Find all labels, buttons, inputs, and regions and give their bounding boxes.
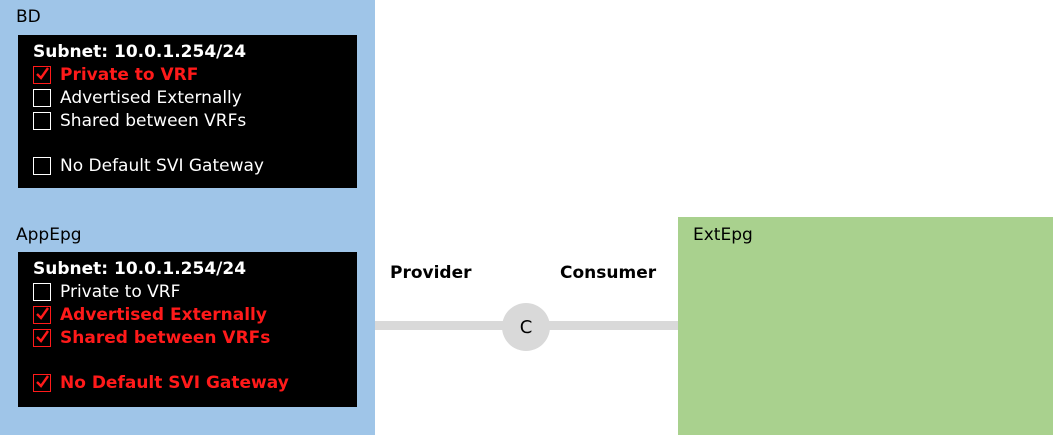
app-epg-option-no-svi-label: No Default SVI Gateway xyxy=(60,372,289,393)
bd-label: BD xyxy=(16,7,41,27)
bd-option-shared-label: Shared between VRFs xyxy=(60,110,247,131)
provider-label: Provider xyxy=(390,263,472,283)
app-epg-option-private[interactable]: Private to VRF xyxy=(33,280,357,303)
checkbox-icon[interactable] xyxy=(33,65,51,84)
checkmark-icon xyxy=(36,306,49,320)
checkbox-icon[interactable] xyxy=(33,328,51,347)
checkbox-icon[interactable] xyxy=(33,282,51,301)
app-epg-subnet-box: Subnet: 10.0.1.254/24 Private to VRF Adv… xyxy=(18,252,357,407)
bd-option-private[interactable]: Private to VRF xyxy=(33,63,357,86)
checkmark-icon xyxy=(36,66,49,80)
checkbox-icon[interactable] xyxy=(33,111,51,130)
bd-option-no-svi[interactable]: No Default SVI Gateway xyxy=(33,154,357,177)
checkmark-icon xyxy=(36,329,49,343)
checkbox-icon[interactable] xyxy=(33,88,51,107)
consumer-label: Consumer xyxy=(560,263,657,283)
app-epg-option-private-label: Private to VRF xyxy=(60,281,181,302)
app-epg-option-shared-label: Shared between VRFs xyxy=(60,327,271,348)
bd-subnet-title: Subnet: 10.0.1.254/24 xyxy=(33,42,247,62)
contract-node[interactable]: C xyxy=(502,303,550,351)
ext-epg-label: ExtEpg xyxy=(693,225,753,245)
bd-option-advertised[interactable]: Advertised Externally xyxy=(33,86,357,109)
app-epg-subnet-title: Subnet: 10.0.1.254/24 xyxy=(33,259,247,279)
app-epg-label: AppEpg xyxy=(16,225,82,245)
bd-option-no-svi-label: No Default SVI Gateway xyxy=(60,155,264,176)
checkmark-icon xyxy=(36,374,49,388)
bd-option-shared[interactable]: Shared between VRFs xyxy=(33,109,357,132)
app-epg-option-shared[interactable]: Shared between VRFs xyxy=(33,326,357,349)
app-epg-option-advertised-label: Advertised Externally xyxy=(60,304,267,325)
app-epg-option-no-svi[interactable]: No Default SVI Gateway xyxy=(33,371,357,394)
app-epg-option-advertised[interactable]: Advertised Externally xyxy=(33,303,357,326)
checkbox-icon[interactable] xyxy=(33,156,51,175)
consumer-connector xyxy=(538,321,678,330)
bd-option-private-label: Private to VRF xyxy=(60,64,199,85)
bd-option-advertised-label: Advertised Externally xyxy=(60,87,242,108)
checkbox-icon[interactable] xyxy=(33,305,51,324)
bd-subnet-box: Subnet: 10.0.1.254/24 Private to VRF Adv… xyxy=(18,35,357,188)
provider-connector xyxy=(375,321,515,330)
ext-epg-panel xyxy=(678,217,1053,435)
checkbox-icon[interactable] xyxy=(33,373,51,392)
